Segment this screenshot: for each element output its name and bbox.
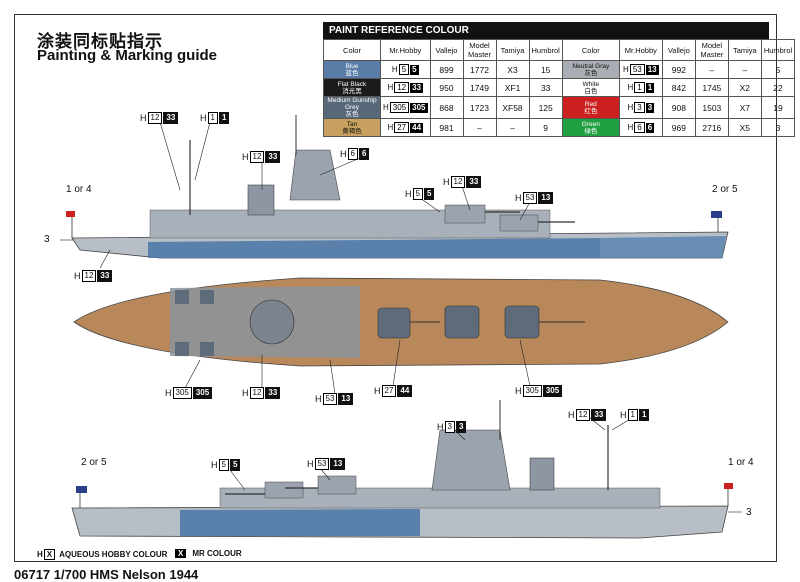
top-funnel (247, 184, 275, 216)
bottom-side-profile (71, 400, 733, 539)
decal-label-top-left: 1 or 4 (66, 184, 92, 195)
deck-funnel-top (249, 299, 295, 345)
decal-label-top-num: 3 (44, 234, 50, 245)
title-english: Painting & Marking guide (37, 47, 218, 64)
bottom-hull-blue (180, 509, 420, 536)
decal-label-bottom-left: 2 or 5 (81, 457, 107, 468)
deck-aa-1 (175, 290, 189, 304)
paint-table: Color Mr.Hobby Vallejo Model Master Tami… (323, 39, 796, 137)
paint-table-header: PAINT REFERENCE COLOUR (323, 22, 769, 39)
cell-vallejo: 981 (429, 118, 464, 137)
top-superstructure (149, 209, 551, 239)
deck-turret-a (504, 305, 540, 339)
footer-title: 06717 1/700 HMS Nelson 1944 (14, 567, 199, 582)
bottom-bow-flag (76, 486, 87, 493)
deck-turret-b (444, 305, 480, 339)
deck-aa-3 (200, 290, 214, 304)
bottom-turret-a (264, 481, 304, 499)
cell-humbrol: 9 (528, 118, 563, 137)
top-hull-blue-bow (600, 236, 726, 258)
decal-label-top-right: 2 or 5 (712, 184, 738, 195)
top-bow-flag (711, 211, 722, 218)
top-stern-flag (66, 211, 75, 217)
decal-label-bottom-num: 3 (746, 507, 752, 518)
cell-vallejo: 969 (661, 118, 696, 137)
deck-aa-4 (200, 342, 214, 356)
top-side-profile (66, 115, 729, 259)
bottom-stern-flag (724, 483, 733, 489)
deck-plan (73, 277, 729, 367)
bottom-turret-b (317, 475, 357, 495)
top-hull-blue (148, 238, 600, 258)
top-turret-a (499, 214, 539, 232)
page-frame (14, 14, 777, 562)
decal-label-bottom-right: 1 or 4 (728, 457, 754, 468)
legend-mr: X MR COLOUR (175, 549, 242, 558)
cell-humbrol: 3 (760, 118, 796, 137)
top-turret-b (444, 204, 486, 224)
title-chinese: 涂装同标贴指示 (37, 32, 163, 51)
top-bridge-tower (289, 149, 341, 201)
deck-aa-2 (175, 342, 189, 356)
paint-reference-table: PAINT REFERENCE COLOUR Color Mr.Hobby Va… (323, 22, 796, 137)
bottom-funnel (529, 457, 555, 491)
deck-turret-c (377, 307, 411, 339)
cell-tamiya: X5 (727, 118, 762, 137)
bottom-bridge-tower (431, 429, 511, 491)
